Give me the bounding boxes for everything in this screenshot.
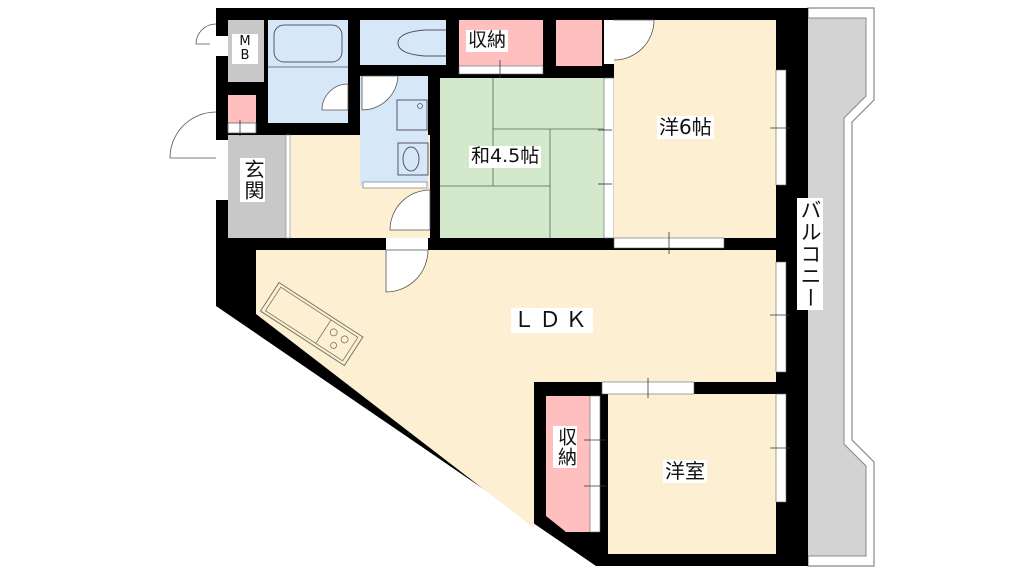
label-washitsu: 和4.5帖: [469, 145, 542, 168]
label-ldk: ＬＤＫ: [511, 308, 594, 334]
washing-machine-icon: [396, 99, 428, 131]
bathtub-icon: [273, 24, 343, 63]
label-balcony: バルコニー: [797, 198, 824, 310]
label-storage-top: 収納: [466, 29, 509, 52]
sink-icon: [397, 142, 429, 176]
tatami-lines: [440, 78, 604, 238]
kitchen-counter-icon: [259, 281, 364, 367]
room-small-storage: [228, 95, 256, 123]
label-mb-b: B: [240, 48, 250, 63]
room-toilet: [360, 20, 446, 65]
toilet-icon: [397, 29, 446, 57]
room-ldk: [256, 250, 776, 528]
label-entrance: 玄関: [240, 158, 265, 202]
label-storage-bottom: 収納: [553, 426, 577, 468]
window-marks: [239, 120, 790, 487]
room-storage-top-right: [556, 20, 602, 66]
label-mb: M B: [232, 34, 258, 64]
label-youshitsu-6: 洋6帖: [657, 115, 714, 139]
label-youshitsu: 洋室: [663, 459, 707, 483]
door-swing-icon: [613, 19, 655, 61]
balcony: [789, 7, 875, 567]
label-mb-m: M: [239, 34, 251, 49]
